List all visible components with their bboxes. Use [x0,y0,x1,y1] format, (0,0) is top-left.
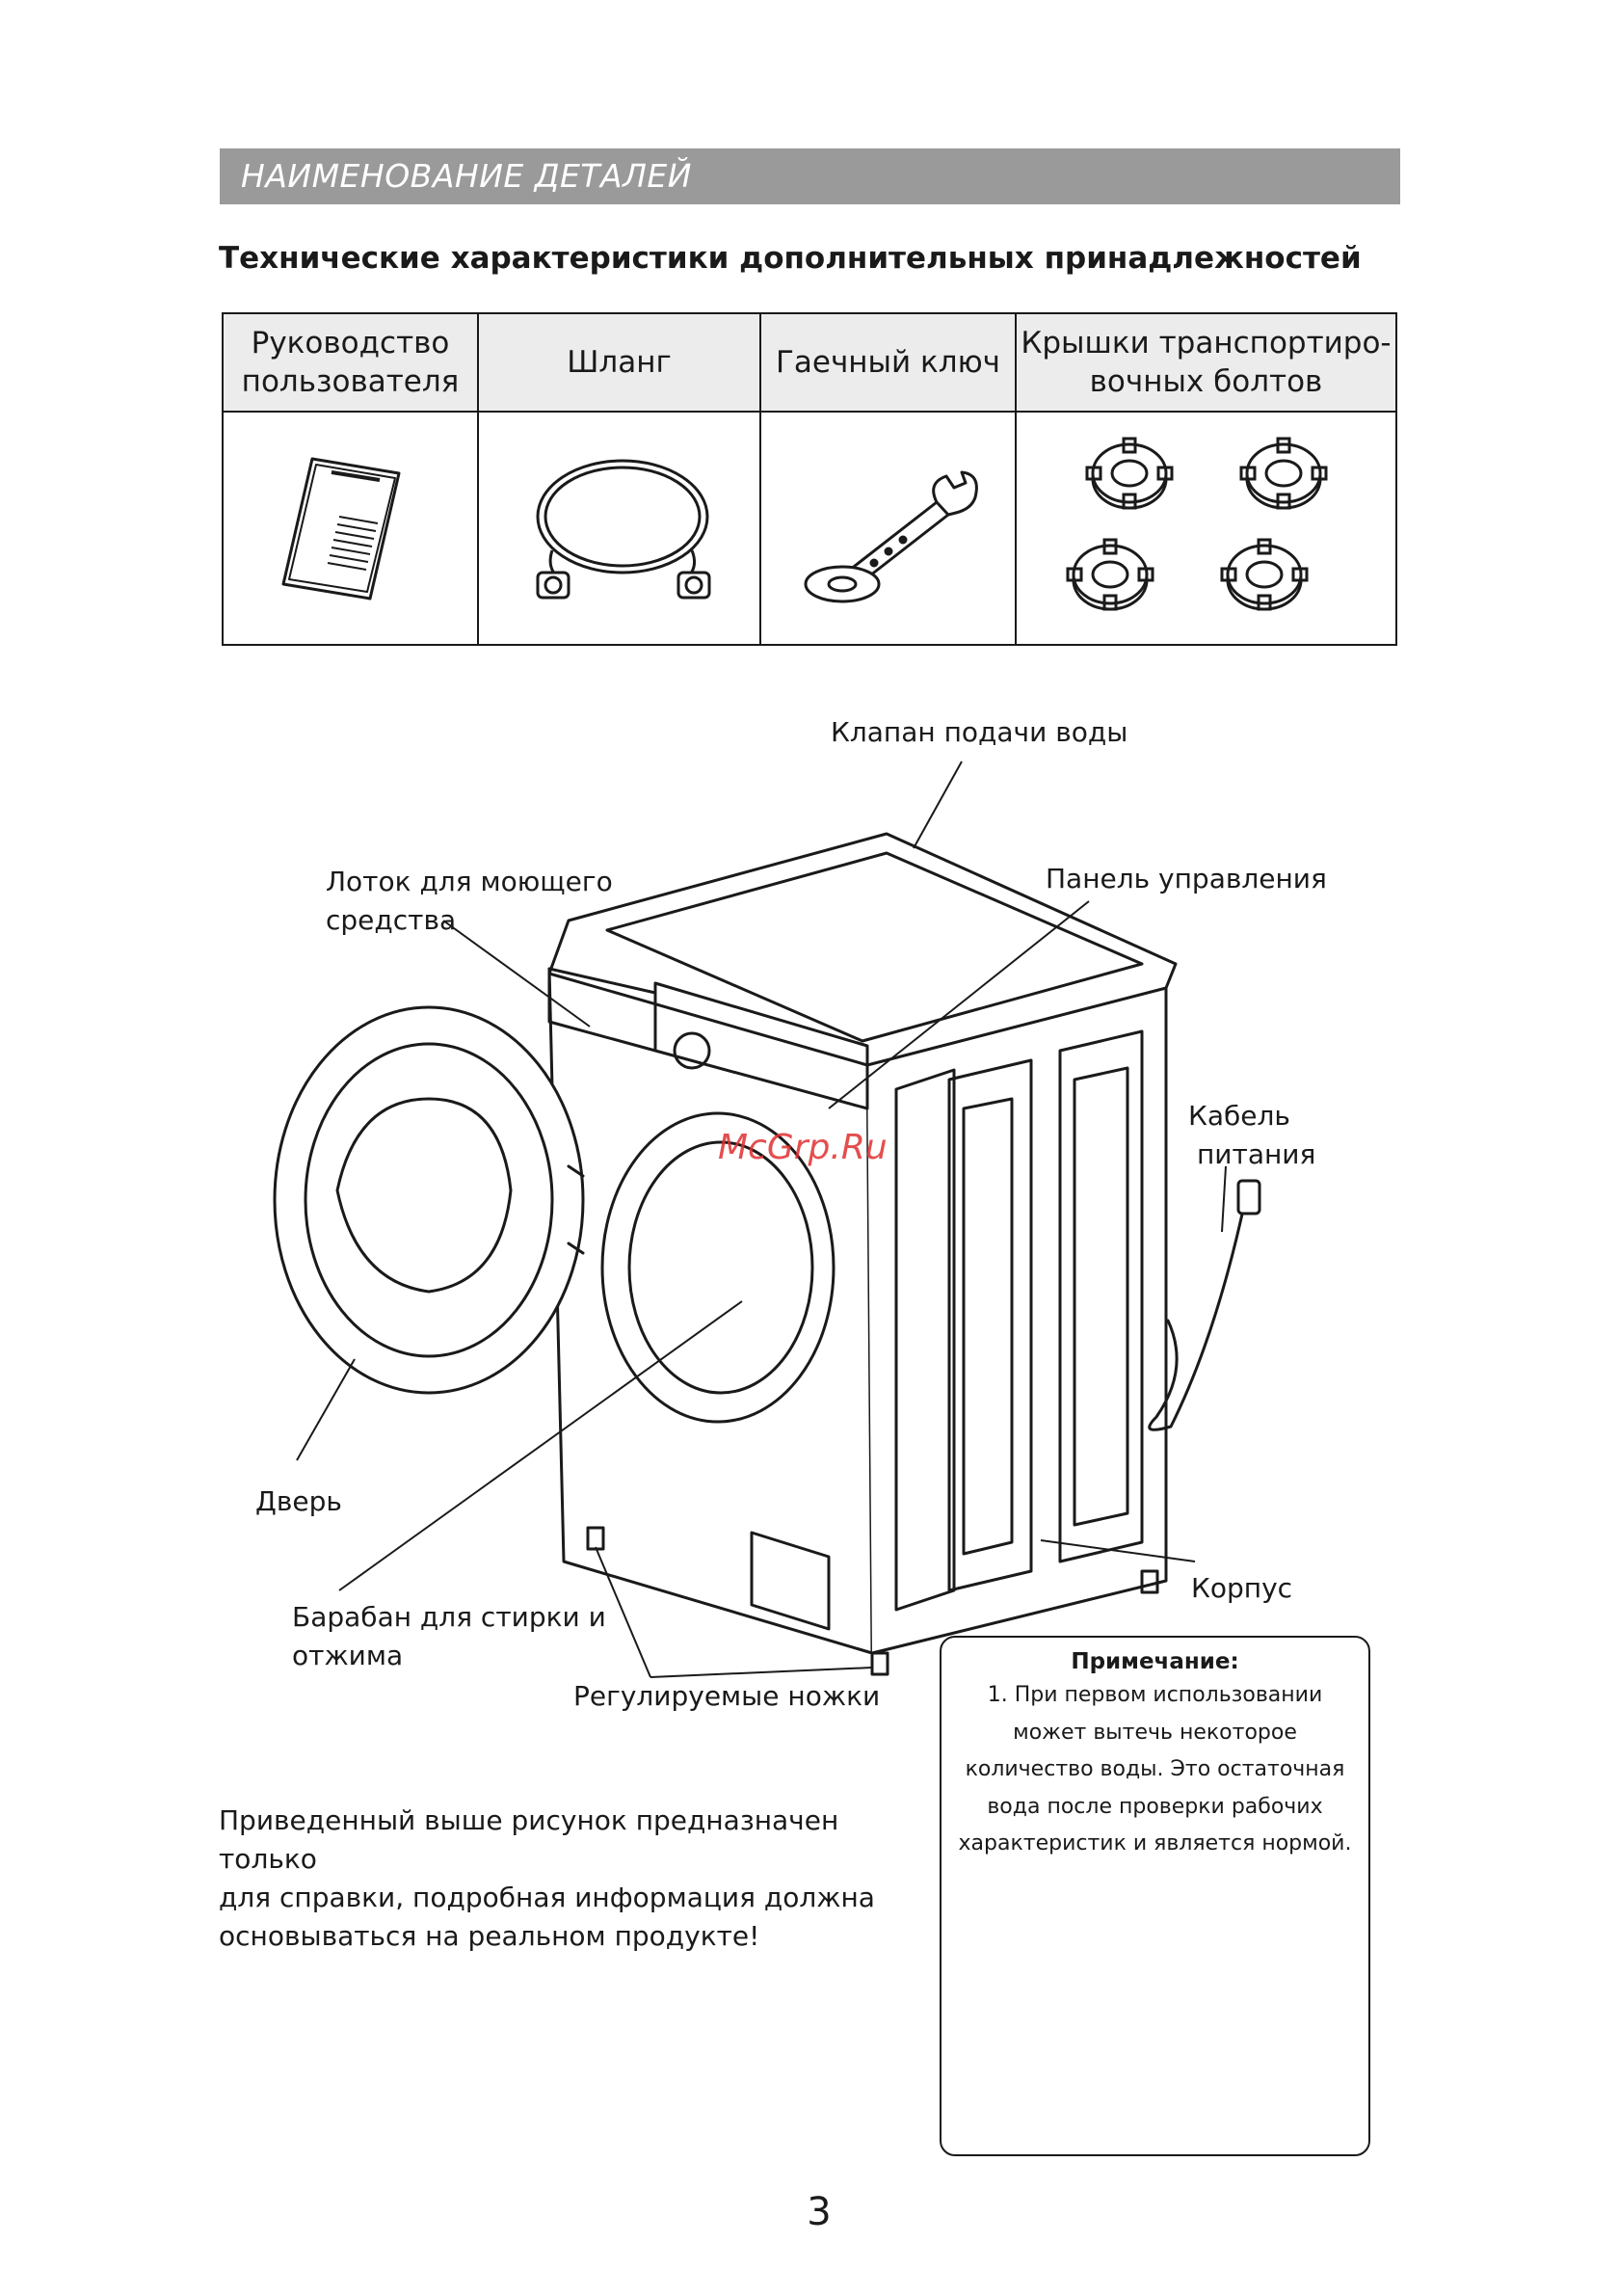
page-number: 3 [807,2190,832,2234]
leader-detergent-tray [442,920,591,1028]
accessories-image-row [222,411,1397,646]
footnote: Приведенный выше рисунок предназначен то… [219,1802,913,1956]
footnote-line: Приведенный выше рисунок предназначен то… [219,1804,839,1875]
door-shape [273,1005,585,1395]
label-drum-line2: отжима [292,1640,404,1671]
header-bolt-caps-line2: вочных болтов [1089,364,1323,399]
label-adjustable-feet: Регулируемые ножки [573,1680,881,1712]
footnote-line: основываться на реальном продукте! [219,1920,760,1952]
leader-water-valve [913,761,963,849]
manual-icon [281,457,400,601]
program-knob [673,1031,711,1070]
hose-cell [477,411,761,646]
label-water-valve: Клапан подачи воды [831,716,1128,748]
label-detergent-tray-line2: средства [326,904,457,936]
note-text: 1. При первом использовании может вытечь… [949,1677,1361,1863]
header-hose: Шланг [477,312,761,413]
note-box [940,1636,1370,2156]
note-line: вода после проверки рабочих [987,1794,1323,1819]
power-cable [1148,1208,1245,1431]
header-bolt-caps-line1: Крышки транспортиро- [1021,326,1392,360]
bolt-caps-icon [1066,437,1327,611]
label-drum-line1: Барабан для стирки и [292,1601,606,1633]
header-wrench-label: Гаечный ключ [776,345,1000,380]
footnote-line: для справки, подробная информация должна [219,1882,875,1913]
note-line: количество воды. Это остаточная [965,1757,1345,1781]
leader-power-cable [1221,1165,1227,1233]
note-title: Примечание: [1071,1649,1239,1674]
manual-cell [222,411,479,646]
note-line: может вытечь некоторое [1013,1720,1297,1745]
wrench-icon [804,470,978,603]
section-title: НАИМЕНОВАНИЕ ДЕТАЛЕЙ [241,157,692,195]
header-hose-label: Шланг [567,345,672,380]
leader-drum [338,1300,743,1591]
accessories-header-row: Руководство пользователя Шланг Гаечный к… [222,312,1397,413]
label-detergent-tray-line1: Лоток для моющего [326,866,613,897]
watermark: McGrp.Ru [718,1128,888,1167]
bolt-caps-cell [1015,411,1397,646]
label-control-panel: Панель управления [1046,863,1327,894]
label-power-cable-line2: питания [1197,1138,1316,1170]
accessories-table: Руководство пользователя Шланг Гаечный к… [222,312,1397,646]
header-wrench: Гаечный ключ [759,312,1017,413]
hose-icon [536,459,710,600]
leader-body [1040,1539,1196,1562]
note-line: 1. При первом использовании [987,1683,1323,1707]
header-manual-line1: Руководство [251,326,450,360]
header-bolt-caps: Крышки транспортиро- вочных болтов [1015,312,1397,413]
header-manual: Руководство пользователя [222,312,479,413]
header-manual-line2: пользователя [241,364,460,399]
label-body: Корпус [1191,1572,1293,1604]
leader-door [296,1358,356,1461]
label-power-cable-line1: Кабель [1188,1100,1290,1132]
leader-feet-1 [595,1546,651,1678]
note-line: характеристик и является нормой. [958,1831,1352,1855]
section-header-bar [220,148,1400,204]
wrench-cell [759,411,1017,646]
leader-control-panel [828,900,1090,1109]
control-panel-shape [653,981,869,1110]
page-subtitle: Технические характеристики дополнительны… [219,241,1362,276]
leader-feet-2 [650,1667,873,1678]
label-door: Дверь [255,1485,342,1517]
